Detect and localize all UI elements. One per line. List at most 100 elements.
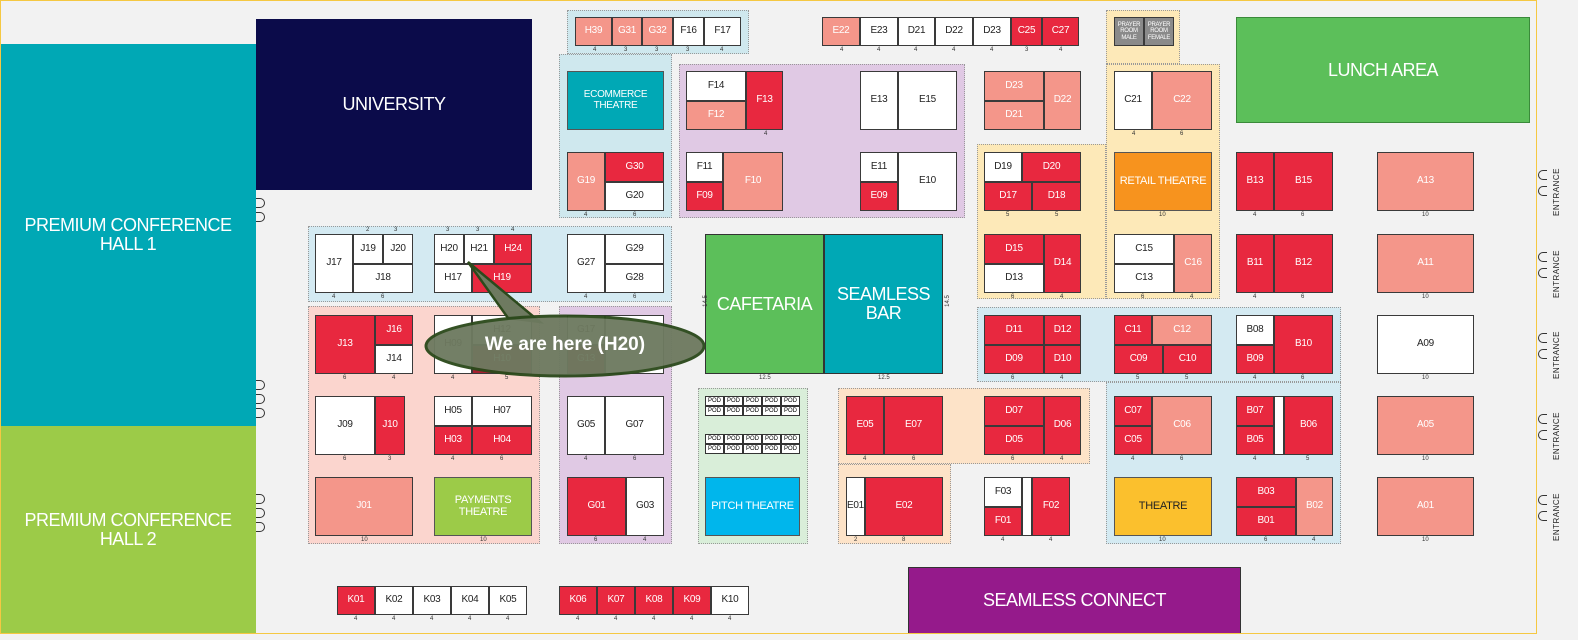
booth-g32[interactable]: G32 bbox=[642, 17, 673, 46]
booth-f17[interactable]: F17 bbox=[704, 17, 741, 46]
booth-c22[interactable]: C22 bbox=[1152, 71, 1212, 130]
booth-d20[interactable]: D20 bbox=[1022, 152, 1081, 182]
booth-b11[interactable]: B11 bbox=[1236, 234, 1274, 293]
booth-j18[interactable]: J18 bbox=[353, 264, 413, 293]
booth-c13[interactable]: C13 bbox=[1114, 264, 1174, 293]
pod-20[interactable]: POD bbox=[781, 444, 800, 454]
pitch-theatre[interactable]: PITCH THEATRE bbox=[705, 477, 800, 536]
booth-g19[interactable]: G19 bbox=[567, 152, 605, 211]
booth-c07[interactable]: C07 bbox=[1114, 396, 1152, 426]
booth-d10[interactable]: D10 bbox=[1044, 345, 1081, 374]
booth-d15[interactable]: D15 bbox=[984, 234, 1044, 264]
booth-e05[interactable]: E05 bbox=[846, 396, 884, 455]
pod-12[interactable]: POD bbox=[724, 434, 743, 444]
booth-j09[interactable]: J09 bbox=[315, 396, 375, 455]
booth-d11[interactable]: D11 bbox=[984, 315, 1044, 345]
booth-b-gap[interactable] bbox=[1274, 396, 1284, 455]
booth-d17[interactable]: D17 bbox=[984, 182, 1032, 211]
booth-k01[interactable]: K01 bbox=[337, 586, 375, 615]
booth-a05[interactable]: A05 bbox=[1377, 396, 1474, 455]
pod-4[interactable]: POD bbox=[762, 396, 781, 406]
pod-13[interactable]: POD bbox=[743, 434, 762, 444]
booth-f16[interactable]: F16 bbox=[673, 17, 704, 46]
booth-j16[interactable]: J16 bbox=[375, 315, 413, 345]
booth-b08[interactable]: B08 bbox=[1236, 315, 1274, 345]
booth-e09[interactable]: E09 bbox=[860, 182, 898, 211]
booth-f-gap[interactable] bbox=[1022, 477, 1032, 536]
booth-h04[interactable]: H04 bbox=[472, 426, 532, 455]
booth-d22-top[interactable]: D22 bbox=[935, 17, 973, 46]
premium-conference-hall-2[interactable]: PREMIUM CONFERENCE HALL 2 bbox=[0, 426, 256, 634]
booth-b12[interactable]: B12 bbox=[1274, 234, 1333, 293]
pod-8[interactable]: POD bbox=[743, 406, 762, 416]
booth-b10[interactable]: B10 bbox=[1274, 315, 1333, 374]
retail-theatre[interactable]: RETAIL THEATRE bbox=[1114, 152, 1212, 211]
booth-c16[interactable]: C16 bbox=[1174, 234, 1212, 293]
booth-c06[interactable]: C06 bbox=[1152, 396, 1212, 455]
booth-a01[interactable]: A01 bbox=[1377, 477, 1474, 536]
booth-g29[interactable]: G29 bbox=[605, 234, 664, 264]
pod-18[interactable]: POD bbox=[743, 444, 762, 454]
booth-e22[interactable]: E22 bbox=[822, 17, 860, 46]
booth-c15[interactable]: C15 bbox=[1114, 234, 1174, 264]
booth-h19[interactable]: H19 bbox=[472, 264, 532, 293]
booth-k04[interactable]: K04 bbox=[451, 586, 489, 615]
booth-j10[interactable]: J10 bbox=[375, 396, 405, 455]
booth-g28[interactable]: G28 bbox=[605, 264, 664, 293]
booth-b09[interactable]: B09 bbox=[1236, 345, 1274, 374]
booth-d09[interactable]: D09 bbox=[984, 345, 1044, 374]
booth-e23[interactable]: E23 bbox=[860, 17, 898, 46]
booth-f12[interactable]: F12 bbox=[686, 101, 746, 130]
booth-f02[interactable]: F02 bbox=[1032, 477, 1070, 536]
booth-h20[interactable]: H20 bbox=[434, 234, 464, 264]
booth-b13[interactable]: B13 bbox=[1236, 152, 1274, 211]
booth-c10[interactable]: C10 bbox=[1163, 345, 1212, 374]
booth-d07[interactable]: D07 bbox=[984, 396, 1044, 426]
booth-g05[interactable]: G05 bbox=[567, 396, 605, 455]
booth-j20[interactable]: J20 bbox=[383, 234, 413, 264]
booth-e10[interactable]: E10 bbox=[898, 152, 957, 211]
booth-h17[interactable]: H17 bbox=[434, 264, 472, 293]
pod-10[interactable]: POD bbox=[781, 406, 800, 416]
booth-e01[interactable]: E01 bbox=[846, 477, 865, 536]
pod-19[interactable]: POD bbox=[762, 444, 781, 454]
pod-6[interactable]: POD bbox=[705, 406, 724, 416]
booth-k08[interactable]: K08 bbox=[635, 586, 673, 615]
booth-h07[interactable]: H07 bbox=[472, 396, 532, 426]
booth-a11[interactable]: A11 bbox=[1377, 234, 1474, 293]
booth-g27[interactable]: G27 bbox=[567, 234, 605, 293]
pod-9[interactable]: POD bbox=[762, 406, 781, 416]
booth-d12[interactable]: D12 bbox=[1044, 315, 1081, 345]
booth-b15[interactable]: B15 bbox=[1274, 152, 1333, 211]
booth-h24[interactable]: H24 bbox=[494, 234, 532, 264]
booth-f09[interactable]: F09 bbox=[686, 182, 723, 211]
booth-g03[interactable]: G03 bbox=[626, 477, 664, 536]
booth-d22[interactable]: D22 bbox=[1044, 71, 1081, 130]
pod-16[interactable]: POD bbox=[705, 444, 724, 454]
booth-g01[interactable]: G01 bbox=[567, 477, 626, 536]
pod-1[interactable]: POD bbox=[705, 396, 724, 406]
booth-d23-top[interactable]: D23 bbox=[973, 17, 1011, 46]
booth-e07[interactable]: E07 bbox=[884, 396, 943, 455]
booth-f01[interactable]: F01 bbox=[984, 507, 1022, 536]
payments-theatre[interactable]: PAYMENTS THEATRE bbox=[434, 477, 532, 536]
pod-17[interactable]: POD bbox=[724, 444, 743, 454]
seamless-connect-area[interactable]: SEAMLESS CONNECT bbox=[908, 567, 1241, 634]
booth-f14[interactable]: F14 bbox=[686, 71, 746, 101]
booth-k06[interactable]: K06 bbox=[559, 586, 597, 615]
prayer-room-female[interactable]: PRAYER ROOM FEMALE bbox=[1144, 17, 1174, 46]
pod-11[interactable]: POD bbox=[705, 434, 724, 444]
booth-j01[interactable]: J01 bbox=[315, 477, 413, 536]
booth-b01[interactable]: B01 bbox=[1236, 507, 1296, 536]
prayer-room-male[interactable]: PRAYER ROOM MALE bbox=[1114, 17, 1144, 46]
booth-h39[interactable]: H39 bbox=[575, 17, 612, 46]
booth-c21[interactable]: C21 bbox=[1114, 71, 1152, 130]
booth-k02[interactable]: K02 bbox=[375, 586, 413, 615]
booth-g30[interactable]: G30 bbox=[605, 152, 664, 182]
booth-g20[interactable]: G20 bbox=[605, 182, 664, 211]
pod-15[interactable]: POD bbox=[781, 434, 800, 444]
booth-c11[interactable]: C11 bbox=[1114, 315, 1152, 345]
cafetaria-area[interactable]: CAFETARIA bbox=[705, 234, 824, 374]
pod-14[interactable]: POD bbox=[762, 434, 781, 444]
booth-f10[interactable]: F10 bbox=[723, 152, 783, 211]
